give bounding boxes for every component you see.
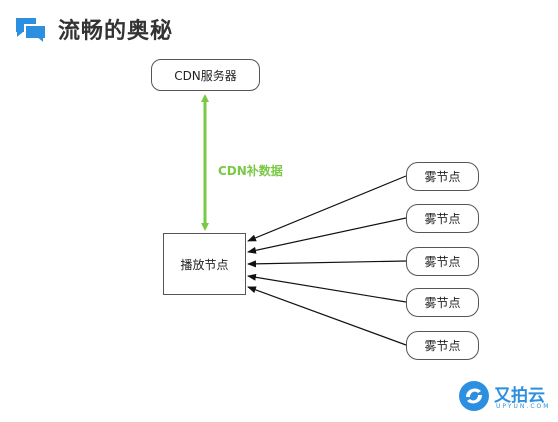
fog-node-4: 雾节点 xyxy=(406,288,479,317)
page-title: 流畅的奥秘 xyxy=(58,19,174,44)
fog-link-arrow-1 xyxy=(247,175,407,242)
fog-node-3: 雾节点 xyxy=(406,247,479,276)
fog-node-label: 雾节点 xyxy=(424,212,461,226)
logo-subtext: UPYUN.COM xyxy=(496,403,551,410)
fog-link-arrow-5 xyxy=(247,286,407,346)
fog-node-5: 雾节点 xyxy=(406,331,479,360)
fog-node-label: 雾节点 xyxy=(424,339,461,353)
upyun-logo: 又拍云 UPYUN.COM xyxy=(458,380,548,416)
fog-node-1: 雾节点 xyxy=(406,162,479,191)
cdn-server-node: CDN服务器 xyxy=(151,59,260,91)
logo-name: 又拍云 xyxy=(494,386,545,406)
cdn-server-label: CDN服务器 xyxy=(174,68,237,83)
cdn-link-label: CDN补数据 xyxy=(218,164,283,178)
fog-node-label: 雾节点 xyxy=(424,296,461,310)
fog-link-arrow-4 xyxy=(247,273,407,303)
player-node-label: 播放节点 xyxy=(180,257,229,272)
upyun-logo-icon xyxy=(459,381,489,411)
player-node: 播放节点 xyxy=(163,233,246,295)
fog-link-arrow-2 xyxy=(247,217,407,254)
fog-node-label: 雾节点 xyxy=(424,255,461,269)
fog-link-arrow-3 xyxy=(247,260,407,268)
chat-bubbles-icon xyxy=(16,18,47,46)
fog-node-label: 雾节点 xyxy=(424,170,461,184)
fog-node-2: 雾节点 xyxy=(406,204,479,233)
